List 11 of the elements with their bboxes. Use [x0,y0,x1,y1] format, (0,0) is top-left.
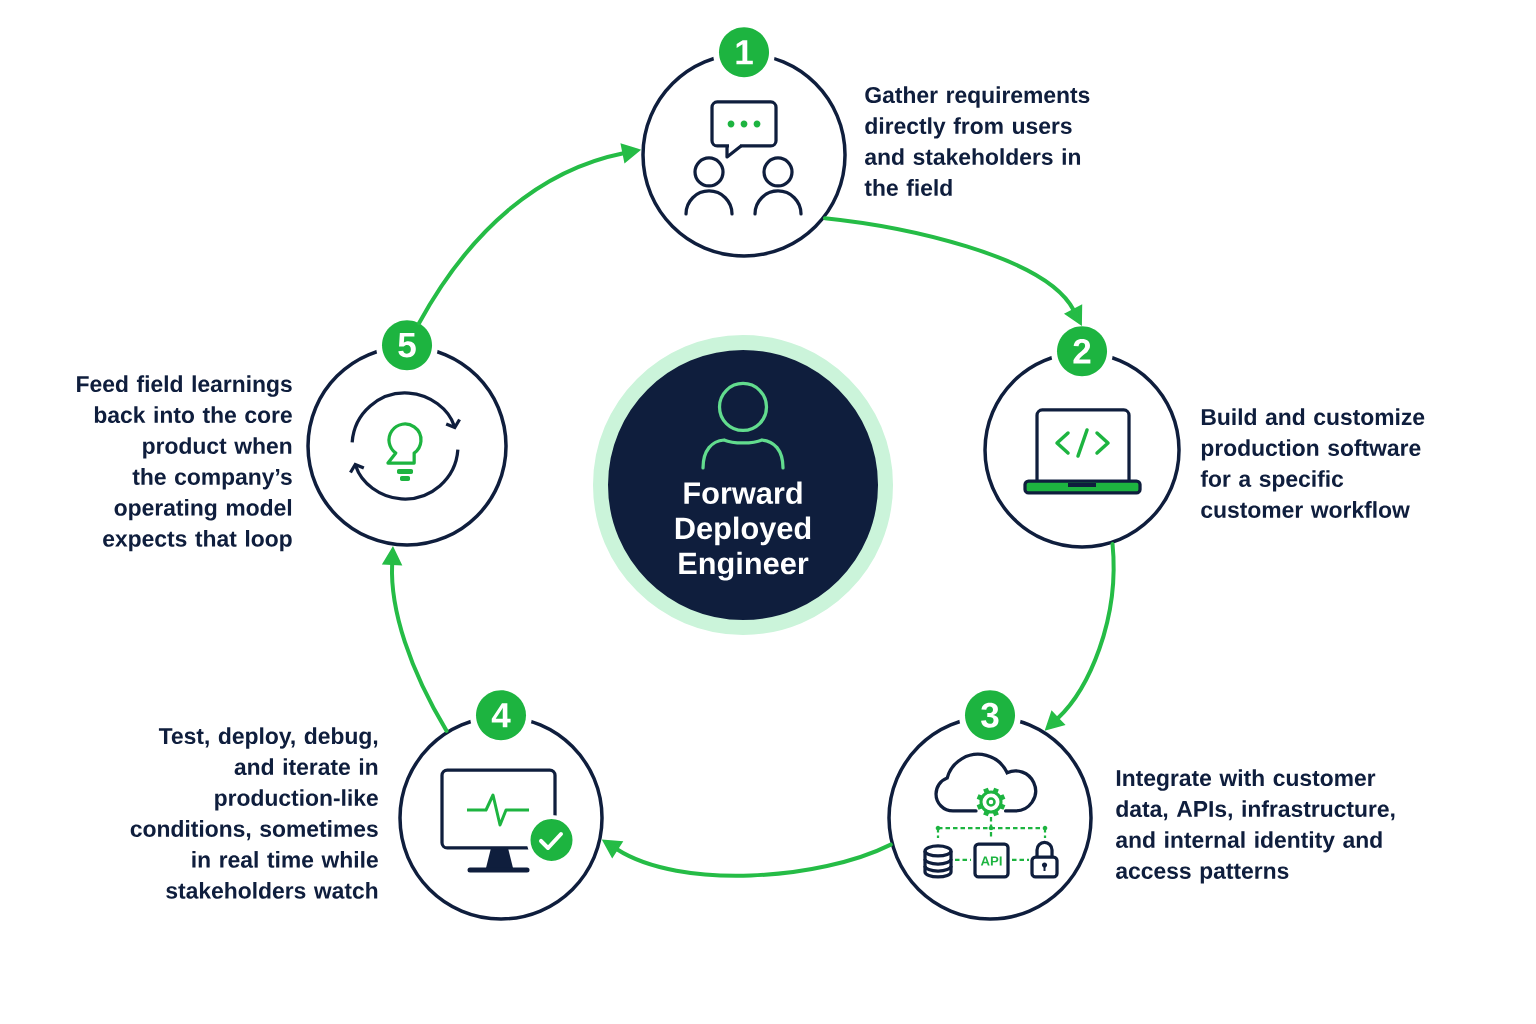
icon-text: API [980,856,1002,866]
step-description: Integrate with customer data, APIs, infrastructure, and internal identity and access patterns [1116,769,1395,884]
number-badge: 2 [1057,326,1107,377]
step-description: Build and customize production software for a specific customer workflow [1200,408,1425,518]
number-badge: 5 [382,320,432,371]
number-badge: 3 [965,690,1015,741]
step-description: Test, deploy, debug, and iterate in production-like conditions, sometimes in real time while stakeholders watch [130,727,378,899]
number-badge: 4 [476,690,526,741]
step-description: Gather requirements directly from users and stakeholders in the field [864,86,1090,196]
number-badge: 1 [719,27,769,78]
step-description: Feed field learnings back into the core product when the company’s operating model expects that loop [77,375,292,552]
